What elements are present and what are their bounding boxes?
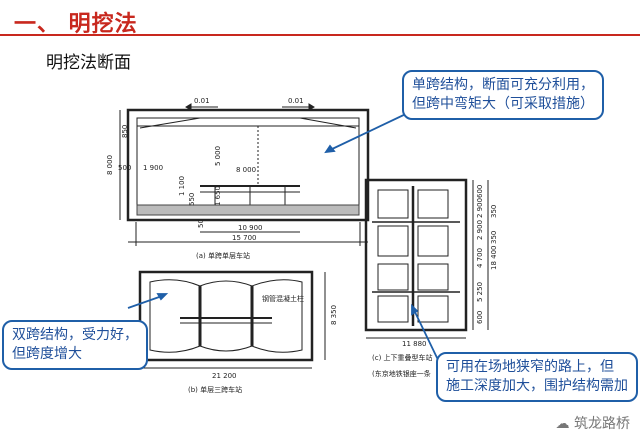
title-underline [0, 34, 640, 36]
diagram-a-caption: (a) 单跨单层车站 [196, 251, 250, 260]
diagram-c-dim-2900b: 2 900 [476, 220, 484, 240]
diagram-b-caption: (b) 单层三跨车站 [188, 385, 242, 394]
watermark-text: 筑龙路桥 [574, 416, 630, 432]
diagram-a-dim-1100: 1 100 [178, 176, 186, 196]
diagram-c-dim-350a: 350 [490, 205, 498, 218]
callout-right: 可用在场地狭窄的路上，但 施工深度加大，围护结构需加 [436, 352, 638, 402]
diagram-a-dim-height: 8 000 [106, 155, 114, 175]
callout-top-line1: 单跨结构，断面可充分利用， [412, 77, 594, 93]
diagram-a-dim-50: 50 [197, 219, 205, 228]
diagram-c-dim-600b: 600 [476, 311, 484, 324]
callout-left: 双跨结构，受力好， 但跨度增大 [2, 320, 148, 370]
diagram-a-section [119, 103, 370, 246]
diagram-a-dim-5000: 5 000 [214, 146, 222, 166]
diagram-a-slope-right: 0.01 [288, 97, 304, 105]
diagram-c-dim-4700: 4 700 [476, 248, 484, 268]
diagram-b-column-label: 钢管混凝土柱 [262, 294, 304, 303]
diagram-a-dim-1650: 1 650 [214, 186, 222, 206]
diagram-a-dim-8000: 8 000 [236, 166, 256, 174]
diagram-a-dim-10900: 10 900 [238, 224, 263, 232]
diagram-a-dim-15700: 15 700 [232, 234, 257, 242]
callout-right-line2: 施工深度加大，围护结构需加 [446, 378, 628, 394]
callout-top-line2: 但跨中弯矩大（可采取措施） [412, 96, 594, 112]
wechat-icon: ☁ [555, 416, 570, 432]
diagram-a-dim-500: 500 [118, 164, 131, 172]
diagram-c-dim-5250: 5 250 [476, 282, 484, 302]
diagram-c-caption: (c) 上下重叠型车站 [372, 353, 433, 362]
watermark: ☁ 筑龙路桥 [556, 413, 630, 433]
diagram-a-dim-1900: 1 900 [143, 164, 163, 172]
diagram-b-section [138, 270, 326, 369]
diagram-c-dim-600a: 600 [476, 185, 484, 198]
diagram-c-dim-width: 11 880 [402, 340, 427, 348]
diagram-b-dim-height: 8 350 [330, 305, 338, 325]
page-title: 一、 明挖法 [14, 12, 138, 37]
diagram-c-dim-2900: 2 900 [476, 198, 484, 218]
diagram-a-slope-left: 0.01 [194, 97, 210, 105]
callout-left-line1: 双跨结构，受力好， [12, 327, 138, 343]
callout-top: 单跨结构，断面可充分利用， 但跨中弯矩大（可采取措施） [402, 70, 604, 120]
diagram-c-dim-350b: 350 [490, 231, 498, 244]
diagram-c-dim-18400: 18 400 [490, 246, 498, 271]
callout-left-line2: 但跨度增大 [12, 346, 82, 362]
section-title: 明挖法断面 [46, 53, 131, 73]
diagram-c-section [364, 178, 489, 339]
callout-right-line1: 可用在场地狭窄的路上，但 [446, 359, 614, 375]
diagram-c-caption2: (东京地铁银座一条 [372, 369, 431, 378]
diagram-a-dim-550: 550 [188, 193, 196, 206]
diagram-a-dim-850: 850 [121, 125, 129, 138]
diagram-b-dim-width: 21 200 [212, 372, 237, 380]
